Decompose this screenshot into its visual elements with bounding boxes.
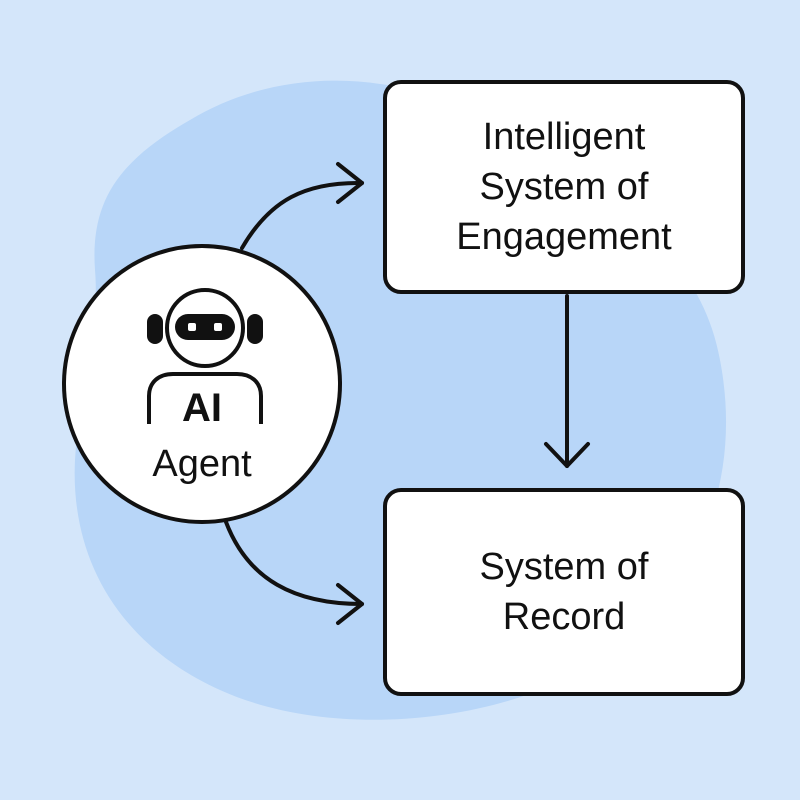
edge-agent-to-engagement (240, 180, 364, 250)
arrowhead-record (336, 583, 364, 625)
node-system-of-record: System of Record (383, 488, 745, 696)
agent-title: AI (182, 386, 222, 430)
arrowhead-down (544, 442, 590, 468)
node-label-engagement: Intelligent System of Engagement (456, 116, 672, 258)
agent-subtitle: Agent (152, 443, 252, 485)
node-label-record: System of Record (479, 546, 649, 638)
node-intelligent-system-of-engagement: Intelligent System of Engagement (383, 80, 745, 294)
arrowhead-engagement (336, 162, 364, 204)
edge-agent-to-record (224, 520, 364, 606)
robot-icon (147, 288, 263, 424)
